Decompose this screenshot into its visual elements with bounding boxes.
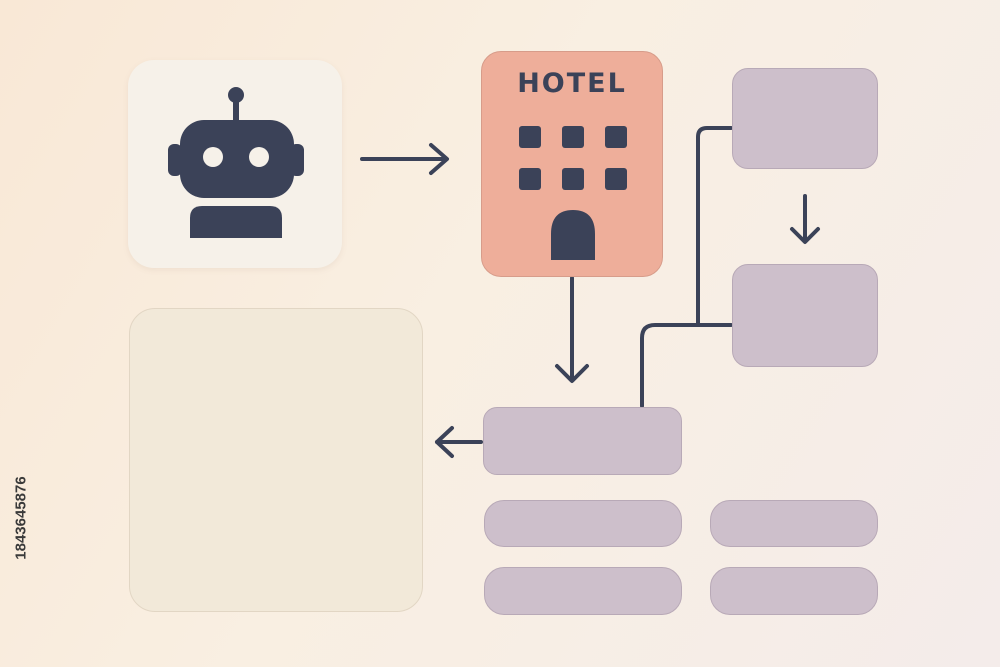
list-bar — [484, 567, 682, 615]
process-box-top — [732, 68, 878, 169]
arrow-left-icon — [435, 426, 483, 458]
watermark-code-text: 1843645876 — [12, 476, 30, 560]
connector-line — [696, 126, 733, 327]
hotel-title: HOTEL — [517, 68, 627, 99]
arrow-right-icon — [360, 143, 449, 175]
hotel-card: HOTEL — [481, 51, 663, 277]
robot-icon — [168, 87, 304, 238]
arrow-down-icon — [790, 194, 820, 244]
arrow-down-icon — [555, 276, 589, 383]
process-box-middle — [732, 264, 878, 367]
hotel-building-icon — [519, 126, 627, 260]
watermark-code: 1843645876 — [8, 418, 34, 618]
result-bar — [483, 407, 682, 475]
robot-card — [128, 60, 342, 268]
list-bar — [484, 500, 682, 547]
list-bar — [710, 500, 878, 547]
content-panel — [129, 308, 423, 612]
list-bar — [710, 567, 878, 615]
connector-line — [640, 323, 733, 408]
